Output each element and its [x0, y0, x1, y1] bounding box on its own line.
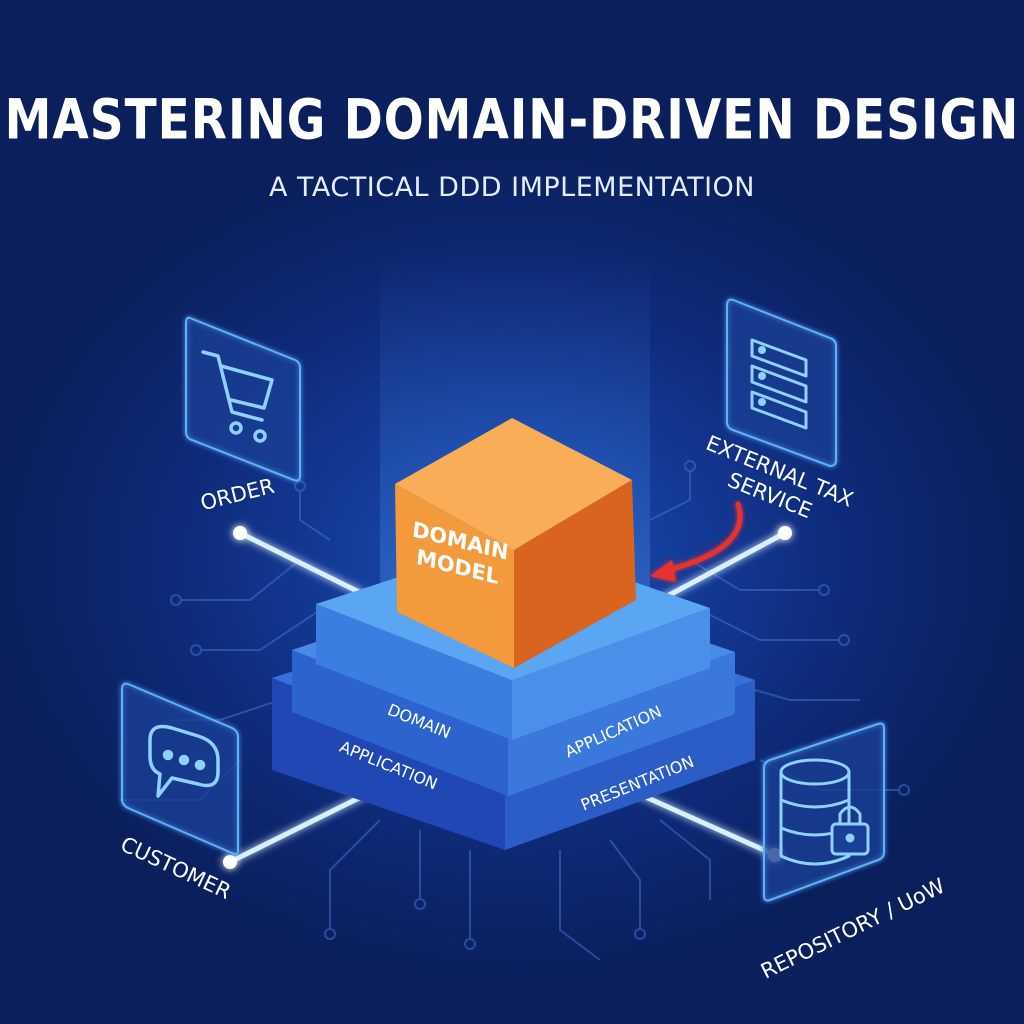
- domain-model-cube: [395, 418, 636, 668]
- server-rack-icon: [750, 338, 808, 430]
- order-panel: [185, 316, 301, 482]
- repository-connector: [628, 787, 777, 858]
- cube-top: [395, 418, 632, 550]
- cube-side: [514, 480, 636, 668]
- external-tax-panel: [726, 298, 837, 468]
- page-subtitle: A TACTICAL DDD IMPLEMENTATION: [268, 172, 756, 203]
- tax-connector: [658, 530, 787, 603]
- page-title: MASTERING DOMAIN-DRIVEN DESIGN: [4, 88, 1020, 153]
- order-node: [233, 526, 247, 540]
- repository-panel: [763, 722, 885, 902]
- customer-panel: [121, 682, 239, 855]
- tax-arrow: [650, 501, 743, 582]
- order-connector: [238, 530, 367, 598]
- tax-node: [778, 526, 792, 540]
- cube-front: [395, 484, 514, 668]
- shopping-cart-icon: [201, 350, 274, 443]
- customer-node: [223, 855, 237, 869]
- database-lock-icon: [779, 758, 870, 866]
- chat-bubble-icon: [148, 724, 220, 798]
